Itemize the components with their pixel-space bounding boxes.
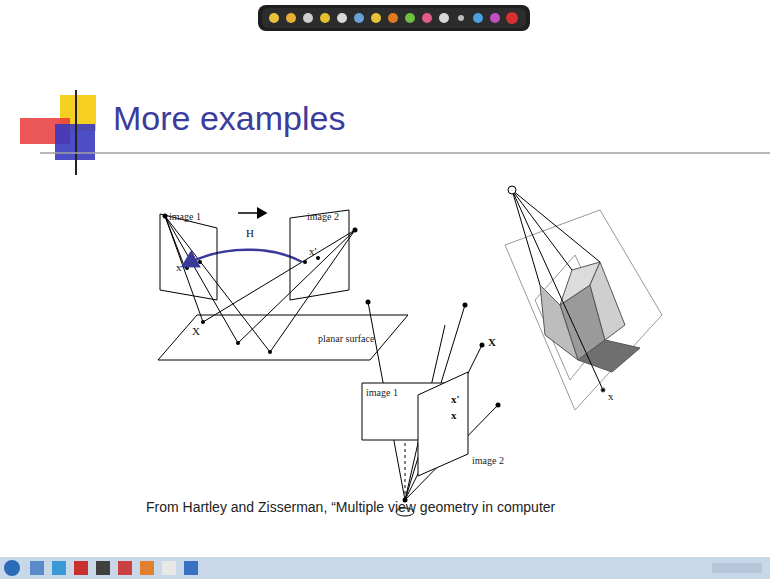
source-caption: From Hartley and Zisserman, “Multiple vi… [146, 500, 555, 515]
plane-label: image 2 [472, 456, 504, 466]
point-label: H [246, 228, 254, 239]
homography-arc [183, 250, 302, 266]
plane-outline-shape [290, 210, 349, 300]
scene-points [163, 214, 358, 355]
image-plane: image 1 [155, 206, 221, 306]
title-logo [20, 90, 770, 175]
plane-outline-shape [160, 214, 217, 300]
plane-label: image 1 [169, 212, 201, 222]
plane-label: image 1 [366, 388, 398, 398]
point-label: x [176, 262, 182, 273]
homography-rays [165, 216, 355, 352]
planar-surface: planar surface [152, 312, 414, 366]
point-label: x [608, 391, 614, 402]
plane-label: image 2 [307, 212, 339, 222]
slide-title: More examples [113, 100, 345, 137]
image-plane: image 2 [285, 204, 355, 304]
plane-outline-shape [418, 372, 468, 476]
plane-outline [152, 312, 414, 366]
direction-arrow [238, 212, 266, 214]
shadow-figure [505, 186, 662, 410]
point-label: X [192, 326, 200, 337]
point-label: x' [451, 394, 460, 405]
point-label: x' [309, 246, 316, 257]
point-label: X [488, 337, 496, 348]
point-label: x [451, 410, 457, 421]
plane-label: planar surface [318, 334, 374, 344]
image-plane: image 2 [416, 368, 516, 480]
toolbar [258, 5, 530, 31]
plane-outline-shape [158, 315, 408, 360]
taskbar [0, 557, 770, 579]
